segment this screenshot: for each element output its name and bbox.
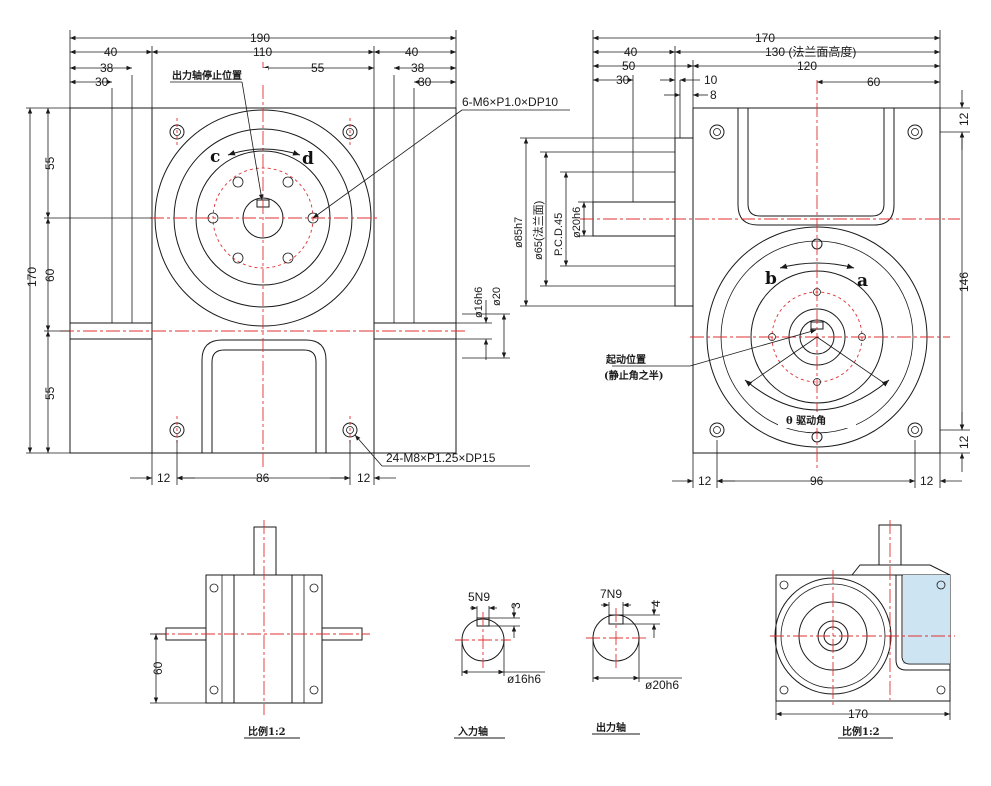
output-shaft-label: 出力轴	[596, 721, 626, 734]
dim-12-bottom-right: 12	[920, 474, 934, 488]
dim-30-right: 30	[418, 75, 432, 89]
dim-60-left: 60	[43, 268, 57, 282]
dim-12-bottom: 12	[957, 435, 971, 449]
dim-7n9: 7N9	[600, 587, 622, 601]
dim-146: 146	[957, 272, 971, 292]
dim-38-right: 38	[411, 61, 425, 75]
dim-12-bottom-left: 12	[698, 474, 712, 488]
dim-86: 86	[256, 471, 270, 485]
dim-30: 30	[616, 73, 630, 87]
callout-m6: 6-M6×P1.0×DP10	[462, 95, 558, 109]
dim-16h6-small: ø16h6	[507, 672, 541, 686]
dim-170-right: 170	[755, 31, 775, 45]
scale-left: 比例1:2	[248, 725, 286, 738]
dim-40: 40	[624, 45, 638, 59]
dim-3: 3	[509, 602, 523, 609]
dim-60: 60	[867, 75, 881, 89]
right-side-view: b a θ 驱动角 起动位置 (静止角之半) 170 40 130 (法兰面高度…	[513, 30, 971, 488]
dim-130: 130 (法兰面高度)	[765, 44, 856, 59]
small-side-view: 170 比例1:2	[770, 520, 955, 739]
dim-20-left: ø20	[491, 287, 503, 306]
dim-170-small: 170	[848, 707, 868, 721]
note-start-2: (静止角之半)	[604, 369, 663, 382]
dim-5n9: 5N9	[468, 590, 490, 604]
dim-16h6-left: ø16h6	[473, 287, 485, 318]
dim-60-small: 60	[151, 661, 165, 675]
dim-10: 10	[704, 73, 718, 87]
dim-170-left: 170	[25, 267, 39, 287]
dim-110: 110	[253, 45, 272, 59]
dim-65-flange: ø65(法兰面)	[531, 201, 545, 260]
dim-20h6-small: ø20h6	[645, 678, 679, 692]
dim-12-right: 12	[357, 471, 371, 485]
label-d: d	[302, 149, 314, 169]
dim-55-top: 55	[311, 61, 325, 75]
dim-120: 120	[797, 59, 817, 73]
label-b: b	[765, 269, 777, 289]
dim-30-left: 30	[95, 75, 109, 89]
dim-96: 96	[810, 474, 824, 488]
input-shaft-label: 入力轴	[458, 725, 488, 738]
dim-4: 4	[649, 600, 663, 607]
label-c: c	[210, 147, 220, 167]
scale-right: 比例1:2	[842, 725, 880, 738]
dim-12-left: 12	[157, 471, 171, 485]
input-shaft-section: 5N9 3 ø16h6 入力轴	[454, 590, 545, 739]
output-shaft-section: 7N9 4 ø20h6 出力轴	[586, 587, 682, 735]
housing-body	[692, 107, 941, 454]
dim-55-bottom: 55	[43, 386, 57, 400]
dim-8: 8	[710, 88, 717, 102]
dim-12-top: 12	[957, 112, 971, 126]
note-output-stop: 出力轴停止位置	[172, 69, 242, 82]
dim-55-left: 55	[43, 156, 57, 170]
dim-40-right: 40	[405, 45, 419, 59]
dim-38-left: 38	[100, 61, 114, 75]
dim-50: 50	[622, 59, 636, 73]
dim-85h7: ø85h7	[513, 217, 525, 248]
note-start: 起动位置	[605, 353, 646, 366]
label-a: a	[857, 271, 868, 291]
note-drive-angle: θ 驱动角	[786, 414, 826, 427]
dim-40-left: 40	[104, 45, 118, 59]
dim-pcd45: P.C.D.45	[553, 213, 565, 256]
dim-190: 190	[250, 31, 270, 45]
left-front-view: c d 190 40 110 40 38 38 30 30 55 1	[25, 30, 570, 485]
dim-20h6-right: ø20h6	[571, 207, 583, 238]
callout-m8: 24-M8×P1.25×DP15	[386, 451, 496, 465]
small-front-view: 60 比例1:2	[150, 520, 370, 739]
